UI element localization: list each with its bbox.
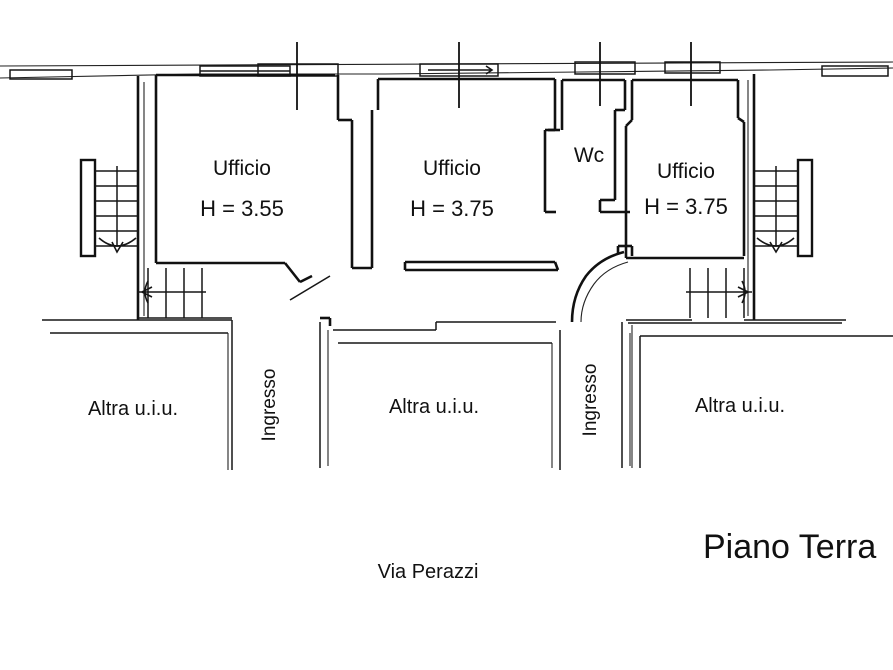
room-label-wc: Wc	[574, 144, 604, 167]
room-ufficio-center-walls	[376, 77, 560, 272]
room-height-ufficio-center: H = 3.75	[410, 196, 494, 221]
room-height-ufficio-left: H = 3.55	[200, 196, 284, 221]
entrance-label-ingresso-right: Ingresso	[580, 364, 601, 437]
unit-label-altra-uiu-left: Altra u.i.u.	[88, 398, 178, 420]
stair-right-lower	[686, 268, 752, 318]
wall-left-stem	[136, 76, 145, 320]
room-label-ufficio-right: Ufficio	[657, 160, 715, 183]
stair-left-upper	[79, 158, 138, 258]
room-ufficio-right-walls	[624, 78, 746, 260]
entrance-label-ingresso-left: Ingresso	[259, 369, 280, 442]
room-label-ufficio-center: Ufficio	[423, 157, 481, 180]
stair-base-walls	[138, 317, 846, 321]
room-label-ufficio-left: Ufficio	[213, 157, 271, 180]
window-symbol	[664, 42, 721, 106]
room-height-ufficio-right: H = 3.75	[644, 194, 728, 219]
floor-title: Piano Terra	[703, 528, 876, 566]
window-symbol	[821, 65, 889, 77]
bottom-boundary-walls	[42, 316, 893, 470]
room-ufficio-left-walls	[154, 73, 374, 284]
window-symbol	[9, 69, 73, 80]
stair-right-upper	[755, 158, 814, 258]
door-left	[289, 275, 331, 301]
wall-right-stem	[747, 74, 756, 320]
unit-label-altra-uiu-right: Altra u.i.u.	[695, 395, 785, 417]
street-label: Via Perazzi	[378, 561, 479, 583]
curved-wall-right-entrance	[570, 244, 634, 323]
window-symbol	[419, 42, 499, 108]
stair-left-lower	[138, 268, 206, 318]
unit-label-altra-uiu-center: Altra u.i.u.	[389, 396, 479, 418]
window-symbol	[574, 42, 636, 106]
